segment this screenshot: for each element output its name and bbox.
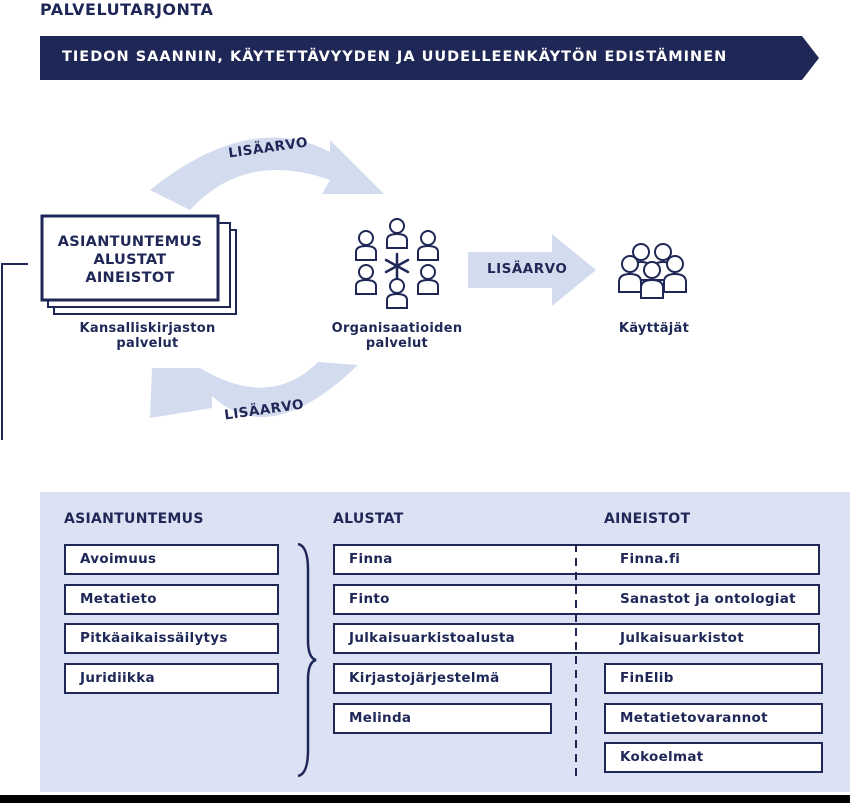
document-line-materials: AINEISTOT (85, 270, 175, 286)
material-item: Julkaisuarkistot (620, 630, 745, 646)
curly-brace (297, 542, 317, 778)
platform-item: Melinda (333, 703, 552, 734)
expertise-item: Metatieto (64, 584, 279, 615)
platform-item: Finto (349, 591, 390, 607)
users-icon (618, 243, 687, 299)
expertise-item: Juridiikka (64, 663, 279, 694)
materials-heading: AINEISTOT (604, 511, 691, 527)
platform-item: Julkaisuarkistoalusta (349, 630, 516, 646)
organisations-icon (355, 218, 439, 309)
platform-item: Kirjastojärjestelmä (333, 663, 552, 694)
organisations-caption: Organisaatioiden palvelut (331, 321, 463, 351)
document-line-platforms: ALUSTAT (93, 252, 167, 268)
arrow-label-middle: LISÄARVO (487, 261, 568, 277)
platform-material-row (333, 584, 820, 615)
document-line-expertise: ASIANTUNTEMUS (57, 234, 203, 250)
straight-arrow-middle (468, 234, 596, 306)
asterisk-icon (384, 252, 410, 280)
material-item: Finna.fi (620, 551, 681, 567)
curved-arrow-bottom (150, 362, 358, 418)
expertise-item: Avoimuus (64, 544, 279, 575)
documents-label: ASIANTUNTEMUS ALUSTAT AINEISTOT (42, 233, 218, 287)
material-item: Sanastot ja ontologiat (620, 591, 796, 607)
page-title: PALVELUTARJONTA (40, 0, 214, 19)
curved-arrow-top (150, 137, 384, 210)
material-item: Metatietovarannot (604, 703, 823, 734)
expertise-item: Pitkäaikaissäilytys (64, 623, 279, 654)
dashed-divider (575, 544, 577, 776)
expertise-heading: ASIANTUNTEMUS (64, 511, 204, 527)
banner-text: TIEDON SAANNIN, KÄYTETTÄVYYDEN JA UUDELL… (62, 49, 728, 65)
left-bracket (1, 263, 28, 440)
users-caption: Käyttäjät (618, 321, 690, 336)
platforms-heading: ALUSTAT (333, 511, 404, 527)
bottom-bar (0, 795, 850, 803)
platform-item: Finna (349, 551, 393, 567)
value-flow-diagram (1, 137, 687, 440)
material-item: Kokoelmat (604, 742, 823, 773)
material-item: FinElib (604, 663, 823, 694)
national-library-caption: Kansalliskirjaston palvelut (79, 321, 216, 351)
banner-arrow (40, 36, 819, 80)
